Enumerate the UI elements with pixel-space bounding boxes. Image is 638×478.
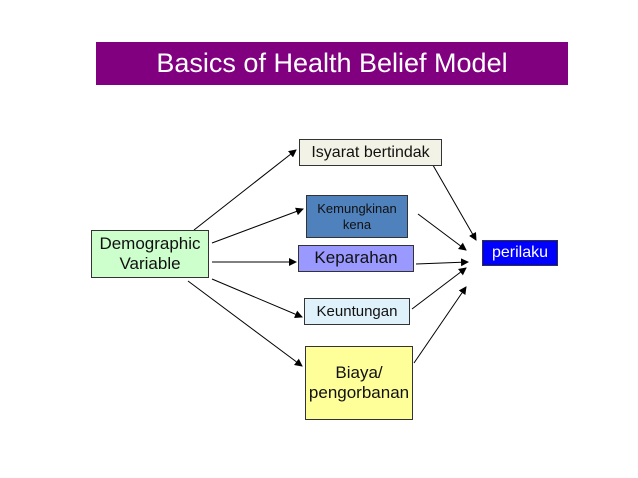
arrow-demo-to-kemungkinan [211,207,304,244]
node-perilaku: perilaku [482,240,558,266]
title-banner: Basics of Health Belief Model [96,42,568,85]
node-isyarat-bertindak: Isyarat bertindak [299,139,442,166]
node-biaya-pengorbanan: Biaya/ pengorbanan [305,346,413,420]
node-perilaku-label: perilaku [491,244,549,262]
node-kemungkinan-kena: Kemungkinan kena [306,195,408,238]
arrow-keuntungan-to-perilaku [411,267,467,310]
node-keuntungan-label: Keuntungan [316,302,398,320]
node-demographic-variable: Demographic Variable [91,230,209,278]
diagram-title: Basics of Health Belief Model [156,48,508,78]
arrow-kemungkinan-to-perilaku [417,213,467,251]
node-keparahan-label: Keparahan [314,248,398,268]
node-keuntungan: Keuntungan [304,298,410,325]
arrow-isyarat-to-perilaku [429,159,477,241]
arrow-demo-to-isyarat [193,149,297,231]
node-keparahan: Keparahan [298,245,414,272]
node-biaya-label: Biaya/ pengorbanan [308,362,410,402]
node-kemungkinan-label: Kemungkinan kena [317,200,397,232]
node-isyarat-label: Isyarat bertindak [311,143,430,161]
arrow-keparahan-to-perilaku [415,258,469,267]
arrow-demo-to-biaya [187,280,303,367]
arrow-biaya-to-perilaku [413,286,467,364]
arrow-demo-to-keuntungan [211,278,303,318]
node-demographic-label: Demographic Variable [99,233,201,273]
